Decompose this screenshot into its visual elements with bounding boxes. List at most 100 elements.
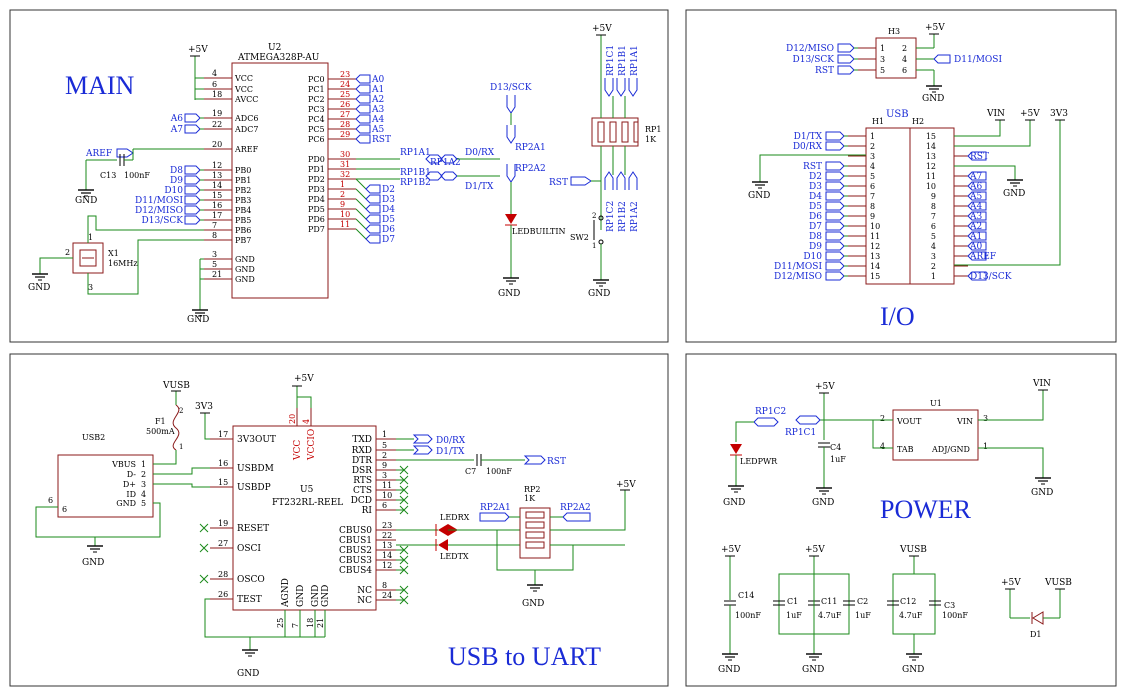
c4-gnd-label: GND	[812, 498, 834, 508]
u2-pin-name: GND	[235, 275, 255, 284]
u2-pin-name: PD7	[308, 225, 325, 234]
h2-net-tag-shape	[967, 171, 987, 181]
u2-net-tag: A1	[371, 85, 384, 95]
h2-net-tag: A7	[969, 172, 982, 182]
rp1b2-tag-pd1: RP1B2	[400, 178, 431, 188]
f1-value: 500mA	[146, 427, 175, 436]
h2-ref: H2	[912, 117, 924, 126]
f1-pin2: 2	[179, 407, 183, 415]
u2-net-tag-shape	[355, 134, 371, 144]
u2-net-wire	[355, 228, 367, 240]
h2-pin-num: 2	[931, 262, 936, 271]
u5-pin-num: 22	[382, 531, 392, 540]
u1-pin-2: 2	[880, 414, 885, 423]
h1-pin-num: 5	[870, 172, 875, 181]
h1-net-tag: D4	[809, 192, 822, 202]
u2-pin-name: AVCC	[234, 95, 258, 104]
h1-net-tag-shape	[825, 141, 845, 151]
u2-pin-num: 11	[340, 220, 350, 229]
h1-net-tag-shape	[825, 261, 845, 271]
u2-pin-num: 25	[340, 90, 350, 99]
u2-gnd-label: GND	[187, 315, 209, 325]
main-title: MAIN	[65, 71, 135, 100]
u2-net-tag-shape	[184, 185, 201, 195]
u5-pin-num: 7	[291, 623, 300, 628]
h3-net-tag-shape	[837, 65, 855, 75]
u5-pin-name: TXD	[352, 435, 372, 445]
h2-net-tag-shape	[967, 251, 987, 261]
u5-pin-name: 3V3OUT	[237, 435, 276, 445]
u5-pin-name: RI	[362, 506, 373, 516]
c2-ref: C2	[857, 597, 868, 606]
rp1b1-tag-pd1: RP1B1	[400, 168, 431, 178]
u2-pin-num: 22	[212, 120, 222, 129]
h2-pin-num: 8	[931, 202, 936, 211]
u5-pin-name: VCCIO	[307, 429, 317, 461]
u2-pin-num: 9	[340, 200, 345, 209]
u5-pin-num: 23	[382, 521, 392, 530]
rp1-5v-label: +5V	[592, 24, 612, 34]
u5-pin-num: 19	[218, 519, 228, 528]
sw2-pin2: 2	[592, 212, 596, 220]
u5-pin-name: CBUS3	[339, 556, 372, 566]
u5-pin-name: CBUS1	[339, 536, 372, 546]
u1-gnd-label: GND	[1031, 488, 1053, 498]
u5-pin-num: 21	[316, 618, 325, 628]
h1-pin-num: 3	[870, 152, 875, 161]
sw2-gnd-label: GND	[588, 289, 610, 299]
h3-gnd-label: GND	[922, 94, 944, 104]
u5-pin-name: CTS	[353, 486, 372, 496]
c11-value: 4.7uF	[818, 611, 842, 620]
usb2-pin-num: 2	[141, 470, 146, 479]
rp1-rst-tag: RST	[549, 178, 568, 188]
u5-pin-name: AGND	[281, 578, 291, 608]
c14-5v-label: +5V	[721, 545, 741, 555]
h2-pin-num: 14	[926, 142, 936, 151]
u2-pin-name: PC4	[308, 115, 325, 124]
h2-net-tag-shape	[967, 151, 987, 161]
ledpwr-ref: LEDPWR	[740, 457, 778, 466]
u5-pin-num: 28	[218, 570, 228, 579]
h1-pin-num: 14	[870, 262, 880, 271]
u2-pin-name: PC1	[308, 85, 325, 94]
h2-net-tag: A4	[969, 202, 982, 212]
u5-value: FT232RL-REEL	[272, 498, 343, 508]
u2-pin-num: 26	[340, 100, 350, 109]
u5-pin-num: 25	[276, 618, 285, 628]
u1-pin-vin: VIN	[956, 417, 973, 426]
h3-mosi-tag-shape	[933, 54, 951, 64]
u5-gnd-label: GND	[237, 669, 259, 679]
u2-pin-num: 32	[340, 170, 350, 179]
h1-net-tag-shape	[825, 191, 845, 201]
u2-net-tag-shape	[365, 214, 381, 224]
u2-pin-num: 5	[212, 260, 217, 269]
h3-mosi-tag: D11/MOSI	[954, 55, 1002, 65]
u2-pin-num: 21	[212, 270, 222, 279]
u2-net-tag: A6	[170, 114, 183, 124]
h2-pin-num: 3	[931, 252, 936, 261]
vusb-label-f1: VUSB	[162, 381, 190, 391]
h1-net-tag-shape	[825, 241, 845, 251]
h2-net-tag: A6	[969, 182, 982, 192]
h3-pin-num: 6	[902, 66, 907, 75]
h1-pin-num: 2	[870, 142, 875, 151]
usb2-pin-num: 1	[141, 460, 146, 469]
u5-pin-name: VCC	[293, 440, 303, 461]
h3-net-tag: RST	[815, 66, 834, 76]
h3-pin-num: 4	[902, 55, 907, 64]
u2-net-tag-shape	[365, 204, 381, 214]
rp1-ref: RP1	[645, 125, 662, 134]
c2-value: 1uF	[855, 611, 871, 620]
u2-pin-name: PB4	[235, 206, 251, 215]
rp2a1-tag-usb: RP2A1	[480, 503, 511, 513]
rp1-value: 1K	[645, 135, 657, 144]
u2-net-tag-shape	[355, 104, 371, 114]
u2-net-tag: A4	[371, 115, 384, 125]
u5-pin-num: 26	[218, 590, 228, 599]
u2-net-tag-shape	[355, 124, 371, 134]
u1-vin-label: VIN	[1032, 379, 1051, 389]
u2-pd-wires	[356, 158, 400, 180]
u5-pin-name: GND	[311, 585, 321, 607]
u2-pin-name: PB2	[235, 186, 251, 195]
